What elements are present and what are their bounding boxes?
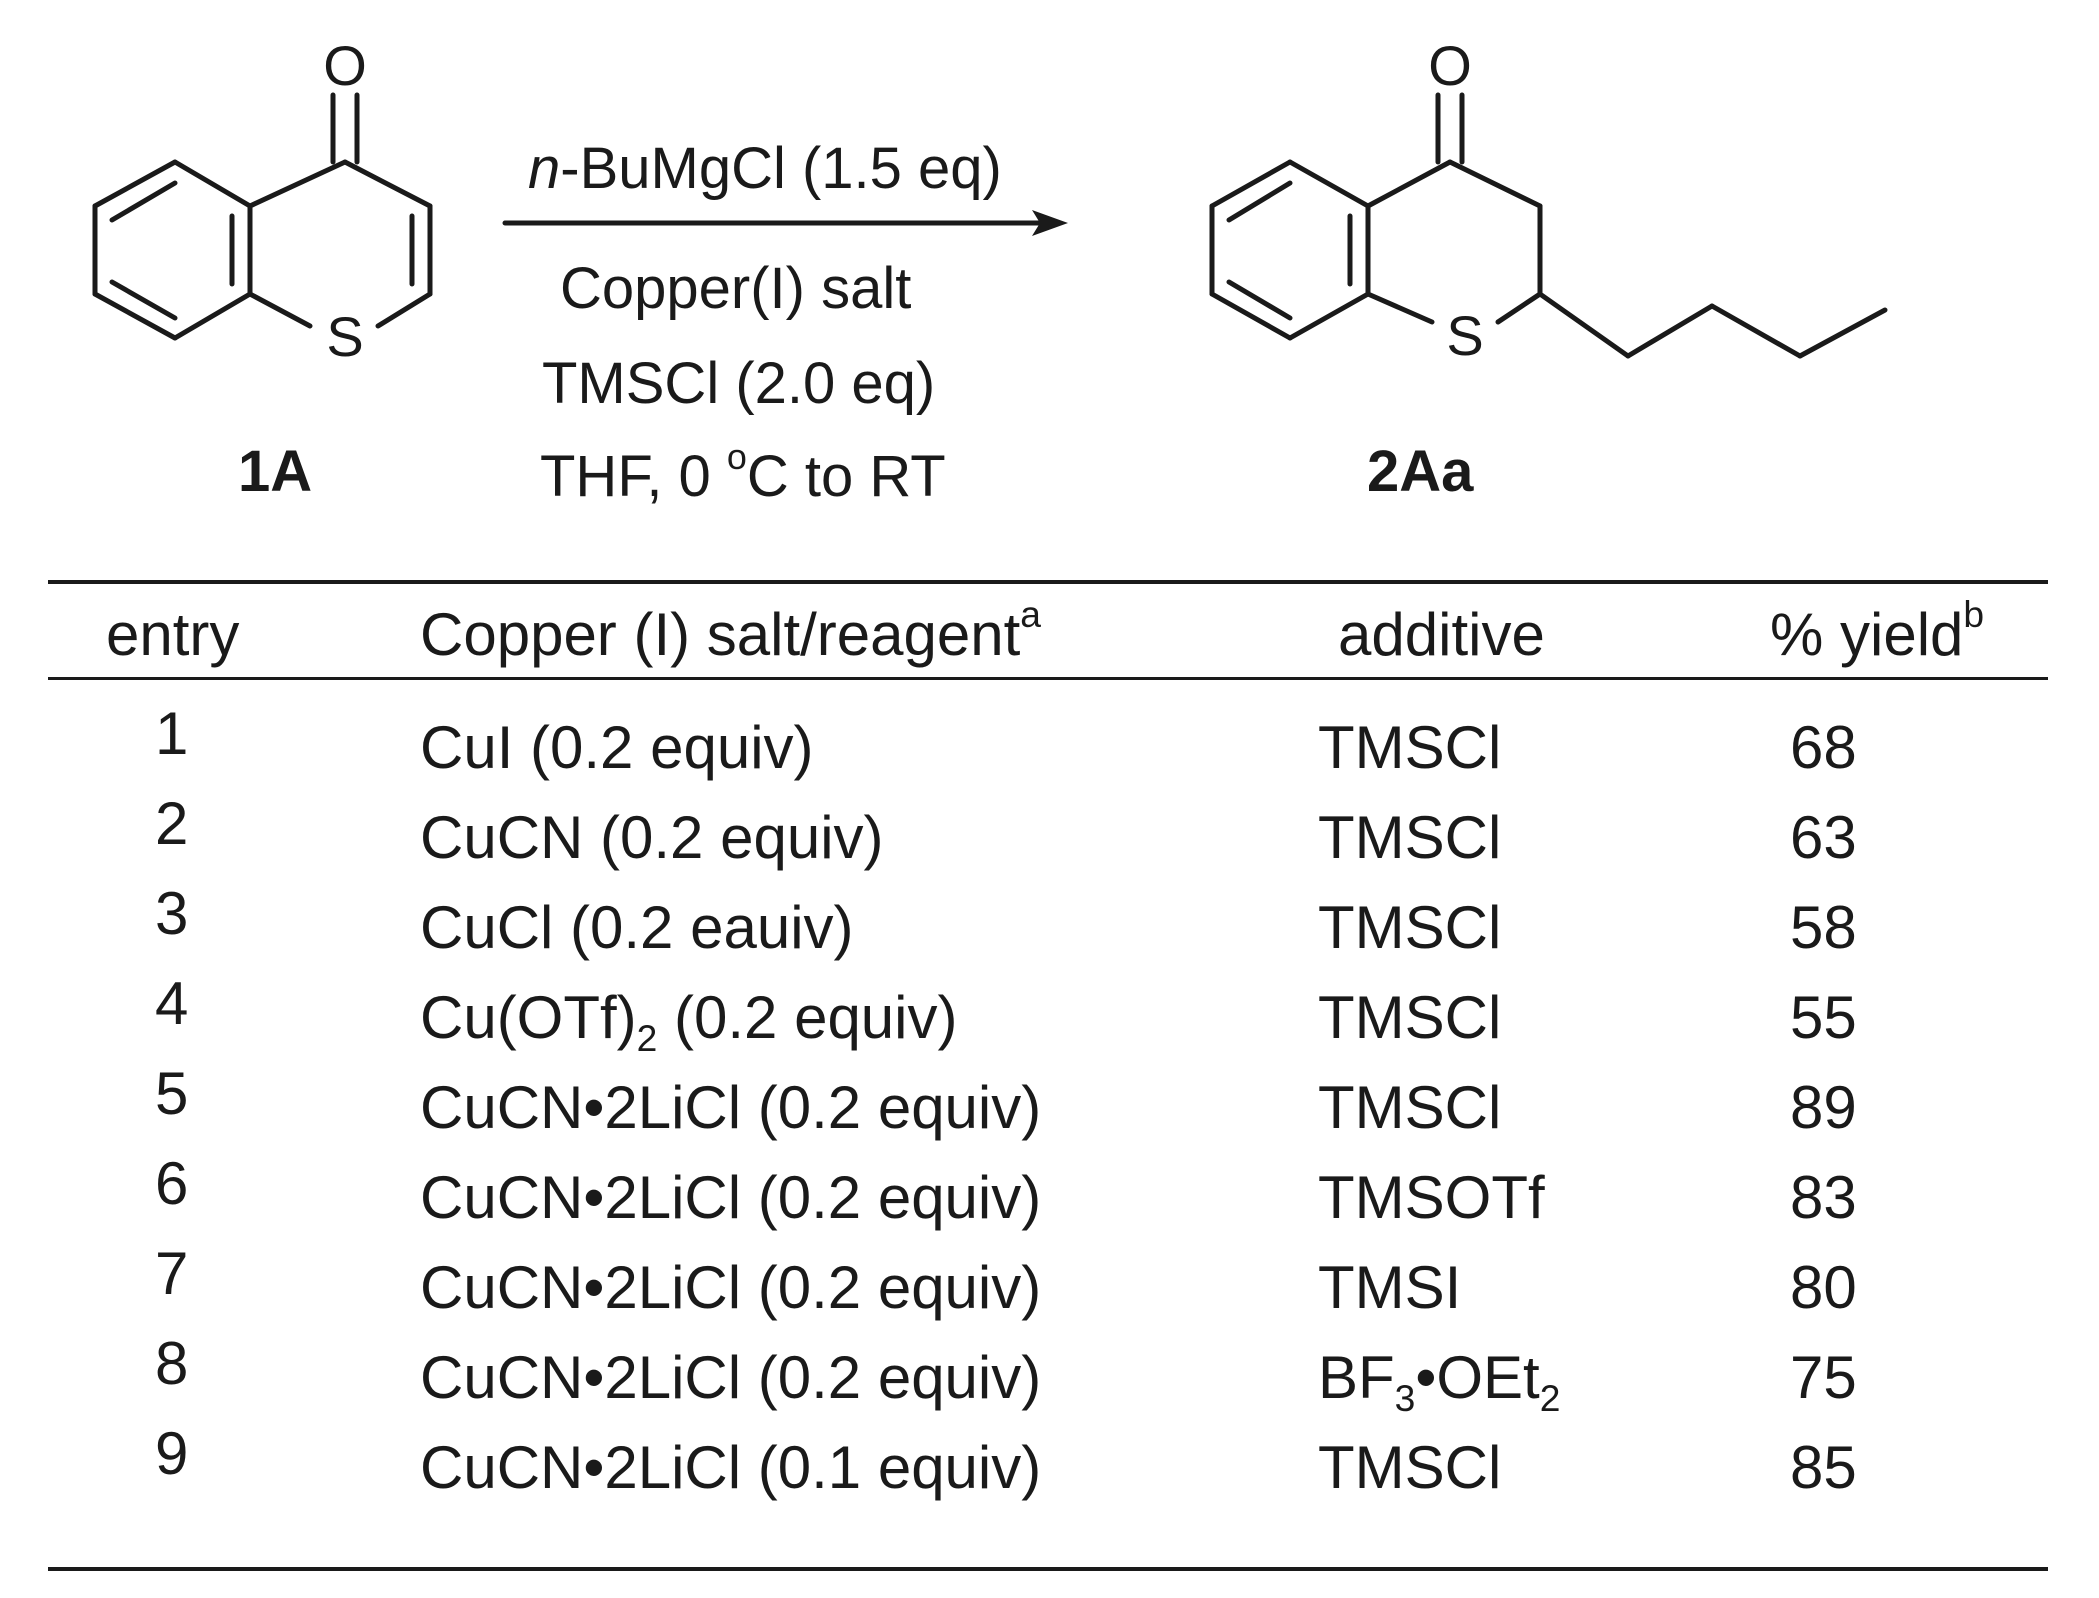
reactant-sulfur-label: S	[326, 305, 363, 368]
row-entry: 1	[155, 700, 189, 767]
product-benzene-ring	[1209, 159, 1371, 341]
row-yield: 68	[1790, 714, 1857, 781]
row-entry: 4	[155, 970, 189, 1037]
row-copper-salt: CuCN (0.2 equiv)	[420, 804, 884, 871]
degree-symbol: o	[726, 436, 747, 478]
row-yield: 55	[1790, 984, 1857, 1051]
table-header-rule	[48, 677, 2048, 680]
header-yield: % yieldb	[1770, 593, 1985, 668]
row-copper-salt: CuCN•2LiCl (0.2 equiv)	[420, 1164, 1042, 1231]
condition-additive: TMSCl (2.0 eq)	[542, 351, 936, 416]
row-copper-salt: CuCl (0.2 eauiv)	[420, 894, 854, 961]
row-additive: TMSCl	[1318, 984, 1502, 1051]
row-entry: 5	[155, 1060, 189, 1127]
row-entry: 3	[155, 880, 189, 947]
reactant-thiopyranone-ring	[247, 92, 433, 329]
row-yield: 75	[1790, 1344, 1857, 1411]
row-copper-salt: CuCN•2LiCl (0.2 equiv)	[420, 1344, 1042, 1411]
product-label: 2Aa	[1367, 439, 1474, 504]
header-entry: entry	[106, 601, 240, 668]
row-additive: BF3•OEt2	[1318, 1344, 1561, 1420]
row-additive: TMSCl	[1318, 804, 1502, 871]
row-additive: TMSCl	[1318, 714, 1502, 781]
row-copper-salt: CuI (0.2 equiv)	[420, 714, 814, 781]
footnote-b: b	[1963, 593, 1985, 636]
row-yield: 89	[1790, 1074, 1857, 1141]
product-butyl-chain	[1537, 291, 1888, 359]
row-yield: 58	[1790, 894, 1857, 961]
row-copper-salt: CuCN•2LiCl (0.2 equiv)	[420, 1254, 1042, 1321]
row-yield: 85	[1790, 1434, 1857, 1501]
reactant-benzene-ring	[92, 159, 253, 341]
row-additive: TMSCl	[1318, 1074, 1502, 1141]
reactant-label: 1A	[238, 439, 313, 504]
condition-reagent: n-BuMgCl (1.5 eq)	[528, 140, 1002, 198]
product-thiochromanone-ring	[1365, 92, 1543, 325]
row-additive: TMSI	[1318, 1254, 1462, 1321]
product-oxygen-label: O	[1428, 34, 1472, 97]
product-sulfur-label: S	[1446, 304, 1483, 367]
table-bottom-rule	[48, 1567, 2048, 1571]
header-copper-salt: Copper (I) salt/reagenta	[420, 593, 1041, 668]
row-entry: 8	[155, 1330, 189, 1397]
row-copper-salt: CuCN•2LiCl (0.2 equiv)	[420, 1074, 1042, 1141]
row-additive: TMSOTf	[1318, 1164, 1545, 1231]
row-additive: TMSCl	[1318, 894, 1502, 961]
footnote-a: a	[1020, 593, 1041, 636]
row-entry: 7	[155, 1240, 189, 1307]
scheme-drawing: O S O S	[92, 34, 1888, 368]
row-additive: TMSCl	[1318, 1434, 1502, 1501]
condition-catalyst: Copper(I) salt	[560, 256, 912, 321]
row-yield: 80	[1790, 1254, 1857, 1321]
reaction-arrow-head	[1032, 210, 1068, 236]
reactant-oxygen-label: O	[323, 34, 367, 97]
row-entry: 2	[155, 790, 189, 857]
row-entry: 6	[155, 1150, 189, 1217]
header-additive: additive	[1338, 601, 1545, 668]
condition-reagent-name: -BuMgCl (1.5 eq)	[560, 136, 1002, 201]
condition-reagent-prefix: n	[528, 136, 561, 201]
row-copper-salt: Cu(OTf)2 (0.2 equiv)	[420, 984, 958, 1060]
row-entry: 9	[155, 1420, 189, 1487]
row-yield: 63	[1790, 804, 1857, 871]
condition-solvent-temp: THF, 0 oC to RT	[540, 436, 946, 509]
row-copper-salt: CuCN•2LiCl (0.1 equiv)	[420, 1434, 1042, 1501]
reaction-scheme: O S O S 1A 2Aa n-BuMgCl (1.5 eq) Copper(…	[0, 0, 2099, 560]
row-yield: 83	[1790, 1164, 1857, 1231]
table-top-rule	[48, 580, 2048, 584]
